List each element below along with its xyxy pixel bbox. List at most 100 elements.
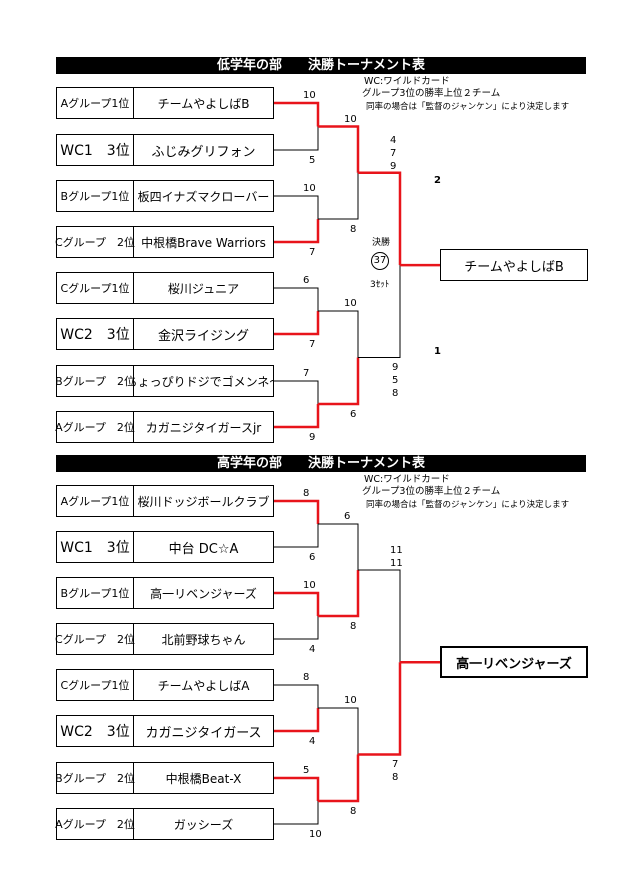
team-name: 北前野球ちゃん (161, 632, 246, 647)
team-seed: WC1 3位 (57, 135, 134, 165)
upper-r1-score: 6 (309, 552, 316, 563)
team-name: カガニジタイガースjr (145, 420, 262, 435)
upper-r1-line (274, 524, 319, 548)
team-name: チームやよしばA (157, 678, 250, 693)
lower-final-sets: 3ｾｯﾄ (370, 280, 390, 291)
upper-r2-line (318, 707, 359, 755)
lower-r1-score: 10 (303, 90, 316, 101)
upper-r1-line (274, 708, 320, 733)
lower-final-line (358, 265, 401, 358)
team-name: 板四イナズマクローバー (137, 189, 270, 204)
upper-r2-score: 8 (350, 806, 357, 817)
upper-team-row[interactable]: Cグループ1位 チームやよしばA (56, 669, 274, 701)
upper-r2-score: 6 (344, 511, 351, 522)
upper-champion-box: 高一リベンジャーズ (440, 646, 588, 679)
lower-team-row[interactable]: Cグループ1位 桜川ジュニア (56, 272, 274, 304)
upper-team-row[interactable]: WC1 3位 中台 DC☆A (56, 531, 274, 563)
team-seed: Aグループ 2位 (55, 412, 135, 442)
lower-team-row[interactable]: Bグループ 2位ちょっぴりドジでゴメンネ〜 (55, 365, 274, 397)
upper-r1-line (274, 684, 319, 708)
team-name: 桜川ドッジボールクラブ (137, 494, 270, 509)
lower-final-score: 7 (390, 147, 397, 159)
lower-team-row[interactable]: Aグループ1位チームやよしばB (56, 87, 274, 119)
team-seed: Cグループ1位 (57, 273, 134, 303)
team-name: ちょっぴりドジでゴメンネ〜 (134, 374, 273, 389)
upper-r1-line (274, 801, 319, 825)
team-name: チームやよしばB (157, 96, 250, 111)
upper-r1-line (274, 591, 320, 616)
upper-r2-line (318, 570, 360, 618)
team-name: ふじみグリフォン (151, 144, 256, 160)
lower-r1-score: 9 (309, 432, 316, 443)
team-seed: Cグループ 2位 (55, 624, 135, 654)
team-seed: WC1 3位 (57, 532, 134, 562)
lower-r2-score: 10 (344, 298, 357, 309)
lower-r1-line (274, 380, 319, 404)
team-name: 中台 DC☆A (168, 541, 239, 557)
team-name: 金沢ライジング (157, 328, 249, 344)
lower-r1-line (274, 195, 319, 219)
upper-team-row[interactable]: WC2 3位カガニジタイガース (56, 715, 274, 747)
team-seed: Bグループ 2位 (55, 366, 135, 396)
team-seed: Aグループ1位 (57, 486, 134, 516)
upper-r1-score: 4 (309, 736, 316, 747)
lower-note-wc: WC:ワイルドカード (364, 76, 450, 87)
upper-final-line (358, 662, 402, 756)
lower-r1-score: 5 (309, 155, 316, 166)
lower-r1-line (274, 126, 319, 151)
upper-r1-score: 10 (303, 580, 316, 591)
upper-r2-line (318, 523, 359, 570)
lower-flag-bottom: 1 (434, 345, 441, 357)
lower-team-row[interactable]: Aグループ 2位カガニジタイガースjr (55, 411, 274, 443)
upper-r1-score: 4 (309, 644, 316, 655)
upper-team-row[interactable]: Aグループ 2位 ガッシーズ (55, 808, 274, 840)
upper-team-row[interactable]: Aグループ1位桜川ドッジボールクラブ (56, 485, 274, 517)
lower-note-rank: グループ3位の勝率上位２チーム (362, 88, 501, 99)
team-seed: Bグループ1位 (57, 181, 134, 211)
team-name: カガニジタイガース (145, 725, 262, 741)
lower-final-label: 決勝 (372, 238, 391, 249)
lower-r1-score: 7 (309, 339, 316, 350)
lower-team-row[interactable]: Bグループ1位板四イナズマクローバー (56, 180, 274, 212)
lower-r2-line (318, 310, 359, 358)
upper-r1-score: 5 (303, 765, 310, 776)
upper-final-score: 8 (392, 771, 399, 783)
team-seed: WC2 3位 (57, 319, 134, 349)
upper-r1-line (274, 776, 320, 801)
lower-r1-line (274, 101, 320, 127)
lower-team-row[interactable]: WC2 3位 金沢ライジング (56, 318, 274, 350)
team-name: ガッシーズ (173, 817, 234, 832)
upper-r2-score: 10 (344, 695, 357, 706)
lower-team-row[interactable]: WC1 3位 ふじみグリフォン (56, 134, 274, 166)
team-name: 桜川ジュニア (167, 281, 240, 296)
lower-r2-line (318, 125, 360, 173)
upper-r1-score: 10 (309, 829, 322, 840)
lower-r1-score: 10 (303, 183, 316, 194)
upper-team-row[interactable]: Bグループ 2位中根橋Beat-X (55, 762, 274, 794)
lower-r2-score: 8 (350, 224, 357, 235)
team-seed: Cグループ1位 (57, 670, 134, 700)
lower-final-score: 9 (392, 361, 399, 373)
upper-team-row[interactable]: Cグループ 2位 北前野球ちゃん (55, 623, 274, 655)
lower-r1-line (274, 219, 320, 244)
lower-final-score: 9 (390, 160, 397, 172)
lower-team-row[interactable]: Cグループ 2位中根橋Brave Warriors (55, 226, 274, 258)
lower-r1-line (274, 311, 320, 336)
lower-match-number: 37 (371, 252, 389, 271)
upper-team-row[interactable]: Bグループ1位高一リベンジャーズ (56, 577, 274, 609)
lower-r1-line (274, 287, 319, 311)
lower-final-score: 5 (392, 374, 399, 386)
team-seed: Aグループ 2位 (55, 809, 135, 839)
upper-r2-line (318, 754, 360, 803)
upper-r1-line (274, 616, 319, 640)
upper-r1-score: 8 (303, 488, 310, 499)
lower-r1-score: 6 (303, 275, 310, 286)
lower-r1-score: 7 (303, 368, 310, 379)
lower-section-title: 低学年の部 決勝トーナメント表 (56, 57, 586, 74)
lower-flag-top: 2 (434, 174, 441, 186)
lower-r1-score: 7 (309, 247, 316, 258)
upper-note-tiebreak: 同率の場合は「監督のジャンケン」により決定します (366, 500, 570, 510)
lower-r2-line (318, 172, 359, 220)
team-seed: Bグループ1位 (57, 578, 134, 608)
